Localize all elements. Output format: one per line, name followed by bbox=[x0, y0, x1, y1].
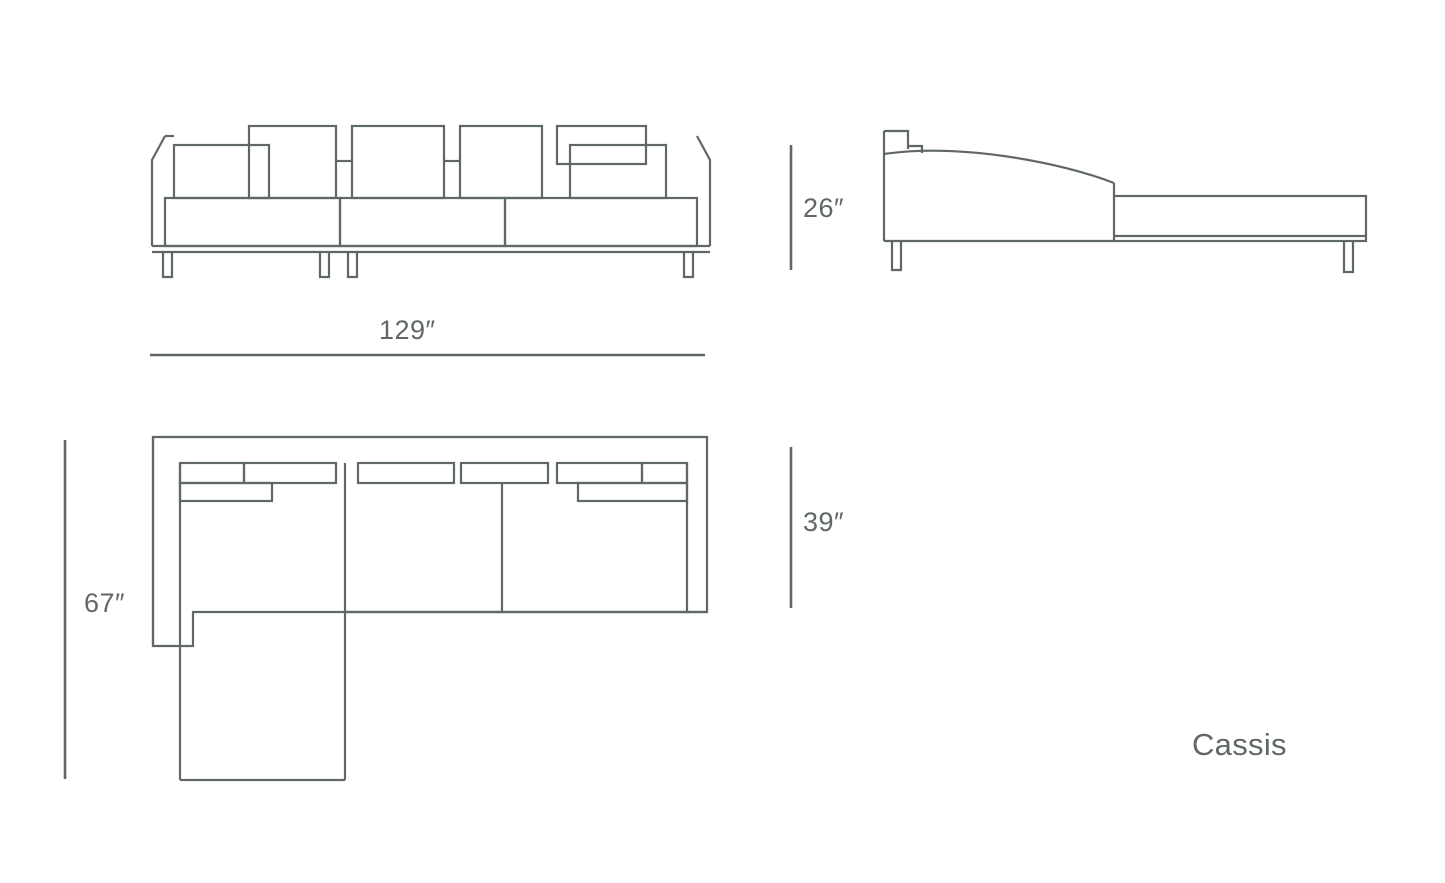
throw-pillow-left bbox=[172, 143, 271, 200]
plan-back-cushion-2 bbox=[242, 461, 338, 485]
plan-throw-pillow-left bbox=[178, 481, 274, 503]
plan-back-cushion-4 bbox=[459, 461, 550, 485]
dimension-lines bbox=[63, 145, 793, 779]
plan-view bbox=[151, 435, 709, 782]
back-cushion-1 bbox=[247, 124, 338, 200]
side-backrest-curve bbox=[883, 149, 1115, 185]
side-elevation-view bbox=[882, 129, 1368, 274]
leg-front-center-b bbox=[346, 252, 359, 279]
dimension-label-length: 67″ bbox=[84, 588, 126, 618]
plan-throw-pillow-right bbox=[576, 481, 689, 503]
dimension-label-depth: 39″ bbox=[803, 507, 845, 537]
right-arm-outline bbox=[696, 135, 712, 246]
side-cushion-step-1 bbox=[884, 129, 910, 149]
plan-back-cushion-1 bbox=[178, 461, 246, 485]
leg-front-center-a bbox=[318, 252, 331, 279]
throw-pillow-right bbox=[568, 143, 668, 200]
left-arm-outline bbox=[150, 135, 166, 246]
leg-side-right bbox=[1342, 241, 1355, 274]
side-chaise-block bbox=[1112, 194, 1368, 243]
plan-back-cushion-6 bbox=[640, 461, 689, 485]
product-name-label: Cassis bbox=[1192, 727, 1287, 762]
back-cushion-2 bbox=[350, 124, 446, 200]
plan-outer-frame bbox=[151, 435, 709, 648]
dimension-label-width: 129″ bbox=[379, 315, 436, 345]
plan-back-cushion-3 bbox=[356, 461, 456, 485]
seat-cushion-center bbox=[338, 196, 507, 248]
back-cushion-3 bbox=[458, 124, 544, 200]
leg-side-left bbox=[890, 241, 903, 272]
leg-front-left bbox=[161, 252, 174, 279]
plan-back-cushion-5 bbox=[555, 461, 644, 485]
dimension-label-height: 26″ bbox=[803, 193, 845, 223]
seat-cushion-left bbox=[163, 196, 342, 248]
leg-front-right bbox=[682, 252, 695, 279]
front-elevation-view bbox=[150, 124, 712, 279]
seat-cushion-right bbox=[503, 196, 699, 248]
